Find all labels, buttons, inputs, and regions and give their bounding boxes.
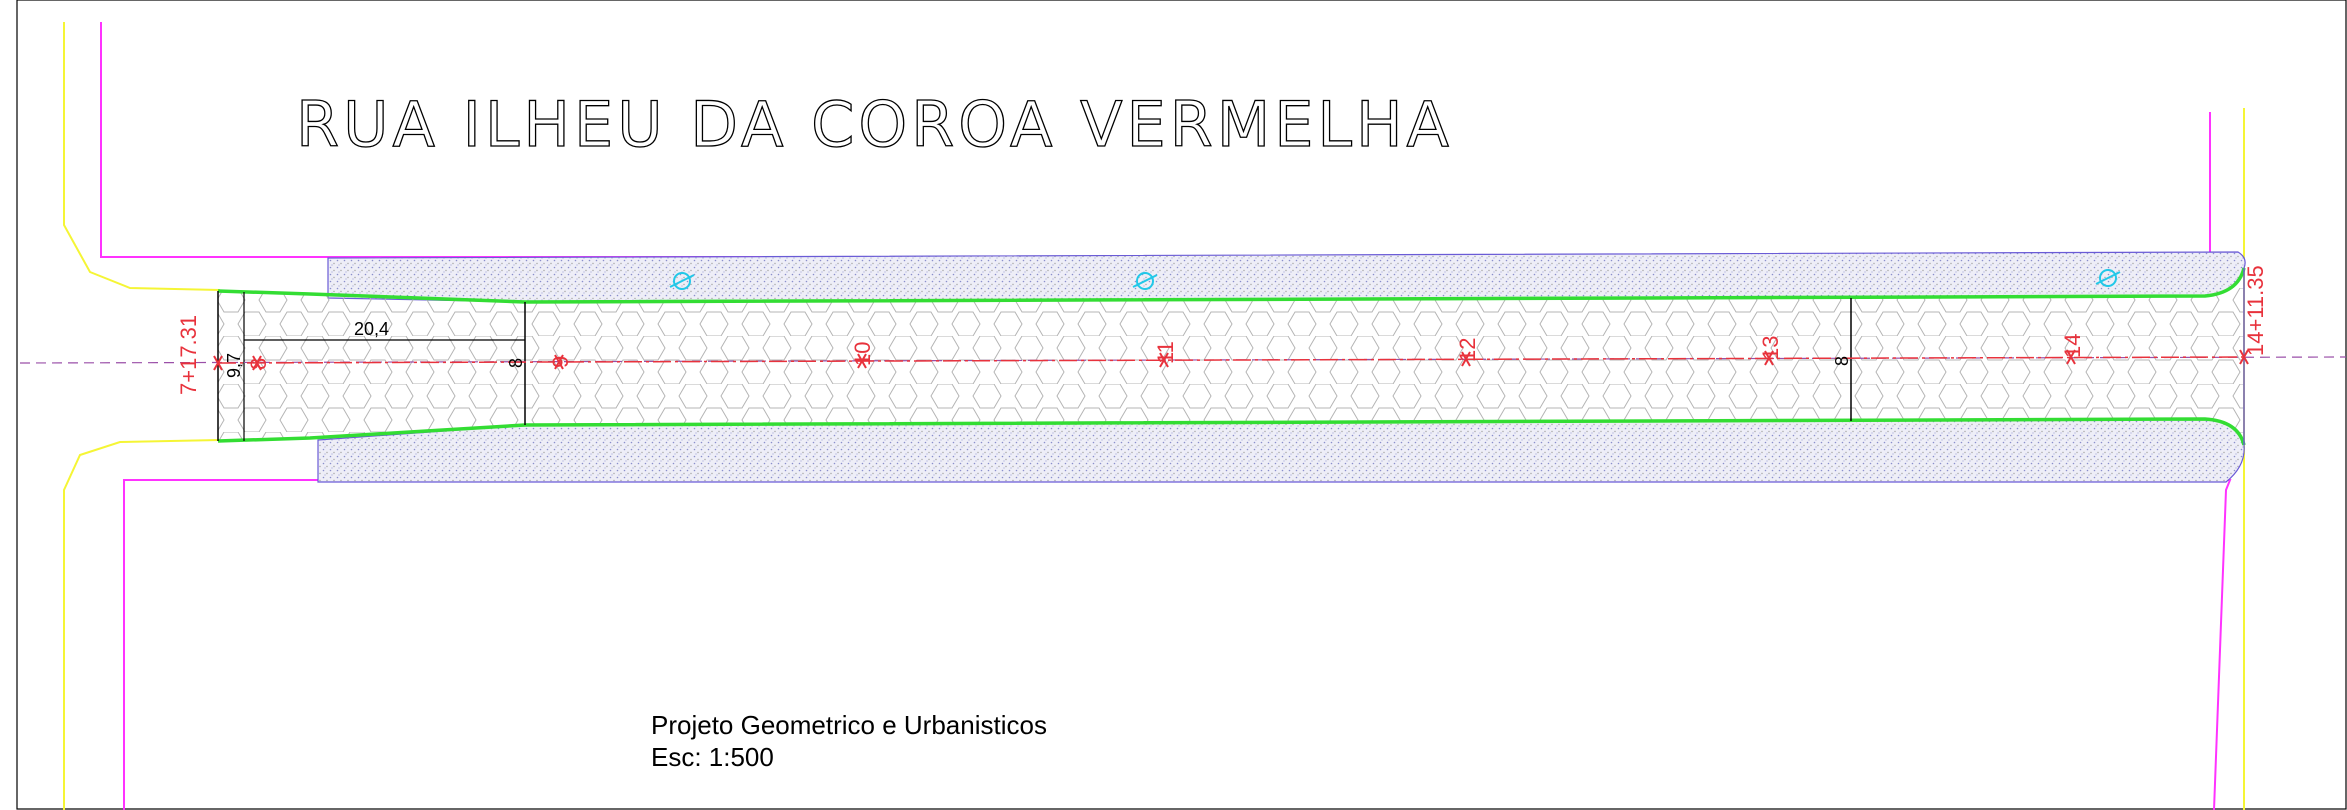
station-mark-9: 9 bbox=[548, 356, 573, 368]
drain-symbol-icon bbox=[669, 272, 695, 290]
station-mark-11: 11 bbox=[1153, 341, 1178, 364]
road-pavement bbox=[218, 270, 2244, 441]
sidewalk-bottom bbox=[317, 418, 2245, 483]
street-title: RUA ILHEU DA COROA VERMELHA bbox=[296, 88, 1453, 161]
station-mark-10: 10 bbox=[850, 342, 875, 366]
station-start-label: 7+17.31 bbox=[176, 315, 201, 395]
station-mark-13: 13 bbox=[1758, 336, 1783, 360]
curb-bottom bbox=[217, 417, 2246, 446]
station-ticks bbox=[213, 349, 2249, 371]
sidewalk-top bbox=[327, 251, 2246, 303]
scale-label: Esc: 1:500 bbox=[651, 742, 774, 772]
property-line-bottom bbox=[123, 479, 2232, 810]
dimension-length: 20,4 bbox=[354, 319, 389, 339]
yellow-line-left-bottom bbox=[63, 439, 221, 810]
dimension-section-b: 8 bbox=[1832, 356, 1852, 366]
drawing-note: Projeto Geometrico e Urbanisticos Esc: 1… bbox=[651, 709, 1047, 773]
station-mark-8: 8 bbox=[246, 358, 271, 370]
station-mark-14: 14 bbox=[2060, 334, 2085, 358]
dimension-section-a: 8 bbox=[506, 358, 526, 368]
sheet-border bbox=[16, 0, 2347, 810]
drain-symbol-icon bbox=[1132, 272, 1158, 290]
centerline-red bbox=[217, 356, 2245, 364]
yellow-line-left bbox=[63, 22, 221, 291]
station-mark-12: 12 bbox=[1455, 338, 1480, 362]
dimension-width: 9,7 bbox=[224, 353, 244, 378]
project-title: Projeto Geometrico e Urbanisticos bbox=[651, 710, 1047, 740]
station-end-label: 14+11.35 bbox=[2243, 265, 2268, 356]
drain-symbol-icon bbox=[2095, 269, 2121, 287]
curb-top bbox=[217, 267, 2246, 304]
